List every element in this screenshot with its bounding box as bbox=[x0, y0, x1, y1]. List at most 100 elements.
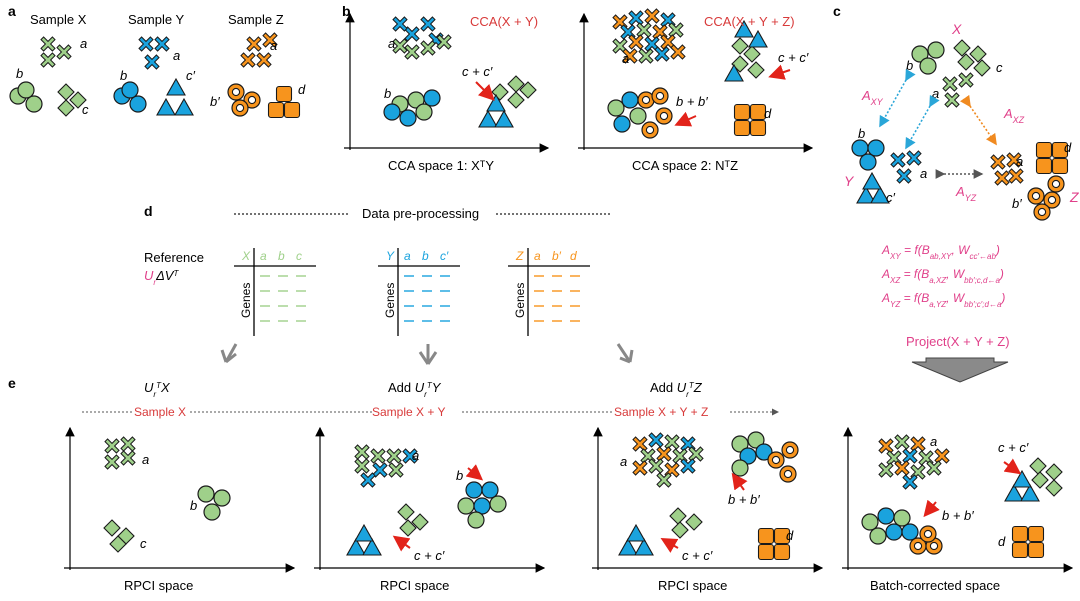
b2-letter-cc: c + c′ bbox=[778, 50, 809, 65]
e3-axis-label: RPCI space bbox=[658, 578, 727, 593]
blue-triangle-cell bbox=[166, 77, 186, 96]
orange-ring-hole bbox=[785, 445, 795, 455]
green-diamond-cell bbox=[957, 53, 975, 71]
orange-ring-hole bbox=[655, 91, 665, 101]
orange-square-cell bbox=[773, 527, 791, 545]
orange-cross-cell bbox=[240, 52, 256, 68]
green-diamond-cell bbox=[519, 81, 537, 99]
b1-letter-cc: c + c′ bbox=[462, 64, 493, 79]
orange-ring-hole bbox=[1051, 179, 1061, 189]
blue-triangle-cell bbox=[1012, 469, 1032, 488]
green-circle-cell bbox=[927, 41, 945, 59]
orange-square-cell bbox=[283, 101, 301, 119]
green-cross-cell bbox=[648, 458, 664, 474]
blue-cross-cell bbox=[654, 46, 670, 62]
e2-red-arrow-cc bbox=[392, 535, 411, 552]
green-cross-cell bbox=[104, 438, 120, 454]
a-y-letter-a: a bbox=[173, 48, 180, 63]
green-diamond-cell bbox=[953, 39, 971, 57]
c-letter-a: a bbox=[932, 86, 939, 101]
blue-cross-cell bbox=[138, 36, 154, 52]
orange-ring-hole bbox=[783, 469, 793, 479]
orange-square-cell bbox=[267, 101, 285, 119]
blue-triangle-cell bbox=[724, 63, 744, 82]
blue-triangle-cell bbox=[862, 171, 882, 190]
green-circle-cell bbox=[213, 489, 231, 507]
green-cross-cell bbox=[656, 472, 672, 488]
panel-label-b: b bbox=[342, 3, 351, 19]
green-cross-cell bbox=[404, 44, 420, 60]
orange-ring-hole bbox=[659, 111, 669, 121]
blue-circle-cell bbox=[755, 443, 773, 461]
c-formula-2: AXZ = f(Ba,XZ, Wbb′;c,d←a) bbox=[881, 267, 1004, 285]
green-cross-cell bbox=[420, 40, 436, 56]
e4-axis-label: Batch-corrected space bbox=[870, 578, 1000, 593]
d-reference-formula: UrΔVT bbox=[144, 268, 179, 287]
green-circle-cell bbox=[893, 509, 911, 527]
orange-cross-cell bbox=[878, 438, 894, 454]
orange-cross-cell bbox=[910, 436, 926, 452]
e-step-1: UrTX bbox=[144, 380, 171, 399]
e2-letter-cc: c + c′ bbox=[414, 548, 445, 563]
orange-square-cell bbox=[757, 527, 775, 545]
genes-label: Genes bbox=[513, 283, 527, 318]
e3-red-arrow-bb bbox=[731, 472, 748, 491]
blue-triangle-cell bbox=[346, 537, 366, 556]
orange-square-cell bbox=[733, 103, 751, 121]
green-diamond-cell bbox=[69, 91, 87, 109]
c-letter-b-prime: b′ bbox=[1012, 196, 1022, 211]
green-circle-cell bbox=[869, 527, 887, 545]
orange-square-cell bbox=[773, 543, 791, 561]
blue-cross-cell bbox=[404, 26, 420, 42]
b2-axis-label: CCA space 2: NᵀZ bbox=[632, 158, 738, 173]
orange-cross-cell bbox=[670, 44, 686, 60]
green-cross-cell bbox=[436, 34, 452, 50]
blue-triangle-cell bbox=[618, 537, 638, 556]
table-name-X: X bbox=[241, 249, 251, 263]
green-circle-cell bbox=[489, 495, 507, 513]
c-letter-c-prime: c′ bbox=[886, 190, 896, 205]
orange-cross-cell bbox=[1008, 168, 1024, 184]
orange-square-cell bbox=[1027, 541, 1045, 559]
green-circle-cell bbox=[731, 459, 749, 477]
green-circle-cell bbox=[919, 57, 937, 75]
green-diamond-cell bbox=[397, 503, 415, 521]
c-edge-xy-1 bbox=[879, 68, 916, 128]
orange-cross-cell bbox=[894, 460, 910, 476]
genes-label: Genes bbox=[383, 283, 397, 318]
blue-triangle-cell bbox=[494, 109, 514, 128]
green-cross-cell bbox=[392, 38, 408, 54]
b2-red-arrow-cc bbox=[768, 64, 791, 80]
green-circle-cell bbox=[415, 103, 433, 121]
d-arrow-right bbox=[616, 343, 634, 364]
blue-cross-cell bbox=[902, 474, 918, 490]
green-circle-cell bbox=[467, 511, 485, 529]
orange-ring-hole bbox=[641, 95, 651, 105]
panel-a-title-y: Sample Y bbox=[128, 12, 184, 27]
green-cross-cell bbox=[354, 444, 370, 460]
orange-ring-hole bbox=[235, 103, 245, 113]
d-arrow-left bbox=[220, 343, 238, 364]
c-edge-xz bbox=[959, 94, 997, 146]
blue-triangle-cell bbox=[870, 185, 890, 204]
blue-circle-cell bbox=[885, 523, 903, 541]
orange-ring-hole bbox=[231, 87, 241, 97]
orange-cross-cell bbox=[262, 32, 278, 48]
orange-square-cell bbox=[733, 119, 751, 137]
c-letter-b: b bbox=[906, 58, 913, 73]
blue-circle-cell bbox=[739, 447, 757, 465]
blue-circle-cell bbox=[851, 139, 869, 157]
blue-circle-cell bbox=[121, 81, 139, 99]
e4-letter-a: a bbox=[930, 434, 937, 449]
orange-ring-hole bbox=[923, 529, 933, 539]
orange-cross-cell bbox=[990, 154, 1006, 170]
e-step-2: Add UrTY bbox=[388, 380, 442, 399]
green-diamond-cell bbox=[1045, 479, 1063, 497]
green-circle-cell bbox=[197, 485, 215, 503]
e4-letter-bb: b + b′ bbox=[942, 508, 974, 523]
green-circle-cell bbox=[629, 107, 647, 125]
a-z-letter-a: a bbox=[270, 38, 277, 53]
table-col-label: b′ bbox=[552, 249, 562, 263]
e3-letter-cc: c + c′ bbox=[682, 548, 713, 563]
blue-triangle-cell bbox=[748, 29, 768, 48]
